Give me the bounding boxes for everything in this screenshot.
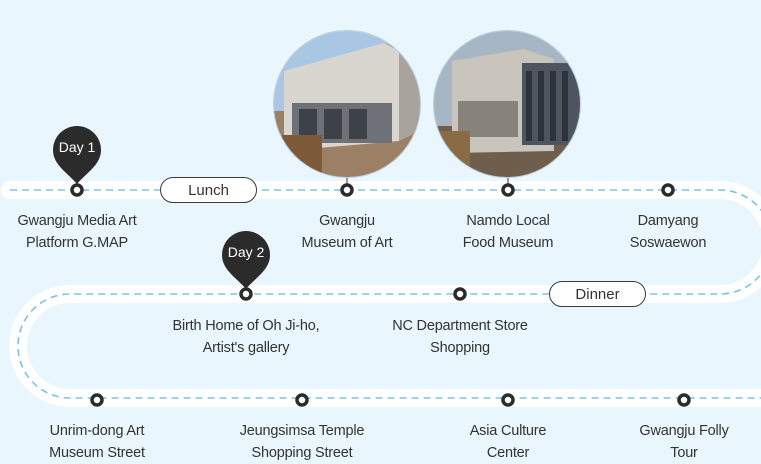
stop-dot-unrim-dong[interactable]	[90, 393, 104, 407]
stop-label-jeungsimsa[interactable]: Jeungsimsa Temple Shopping Street	[239, 423, 365, 461]
day-1-label: Day 1	[58, 139, 96, 155]
stop-dot-asia-culture[interactable]	[501, 393, 515, 407]
stop-label-gwangju-media-art[interactable]: Gwangju Media Art Platform G.MAP	[17, 213, 137, 251]
stop-dot-folly[interactable]	[677, 393, 691, 407]
stop-dot-jeungsimsa[interactable]	[295, 393, 309, 407]
lunch-break-pill[interactable]: Lunch	[160, 177, 257, 203]
stop-label-folly[interactable]: Gwangju Folly Tour	[639, 423, 729, 461]
stop-dot-damyang[interactable]	[661, 183, 675, 197]
stop-label-namdo[interactable]: Namdo Local Food Museum	[462, 213, 554, 251]
stop-label-damyang[interactable]: Damyang Soswaewon	[629, 213, 707, 251]
day-2-label: Day 2	[227, 244, 265, 260]
day-2-marker[interactable]: Day 2	[221, 230, 271, 290]
day-1-marker[interactable]: Day 1	[52, 125, 102, 185]
photo-gwangju-museum-of-art[interactable]	[274, 31, 420, 177]
stop-dot-nc-department[interactable]	[453, 287, 467, 301]
stop-label-asia-culture[interactable]: Asia Culture Center	[469, 423, 547, 461]
stop-label-birth-home[interactable]: Birth Home of Oh Ji-ho, Artist's gallery	[172, 318, 320, 356]
dinner-break-pill[interactable]: Dinner	[549, 281, 646, 307]
stop-label-gwangju-museum[interactable]: Gwangju Museum of Art	[301, 213, 393, 251]
photo-namdo-food-museum[interactable]	[434, 31, 580, 177]
map-pin-icon	[222, 231, 270, 289]
stop-dot-birth-home[interactable]	[239, 287, 253, 301]
stop-dot-namdo[interactable]	[501, 183, 515, 197]
stop-dot-gwangju-museum[interactable]	[340, 183, 354, 197]
map-pin-icon	[53, 126, 101, 184]
stop-label-nc-department[interactable]: NC Department Store Shopping	[392, 318, 528, 356]
stop-label-unrim-dong[interactable]: Unrim-dong Art Museum Street	[49, 423, 145, 461]
stop-dot-gwangju-media-art[interactable]	[70, 183, 84, 197]
